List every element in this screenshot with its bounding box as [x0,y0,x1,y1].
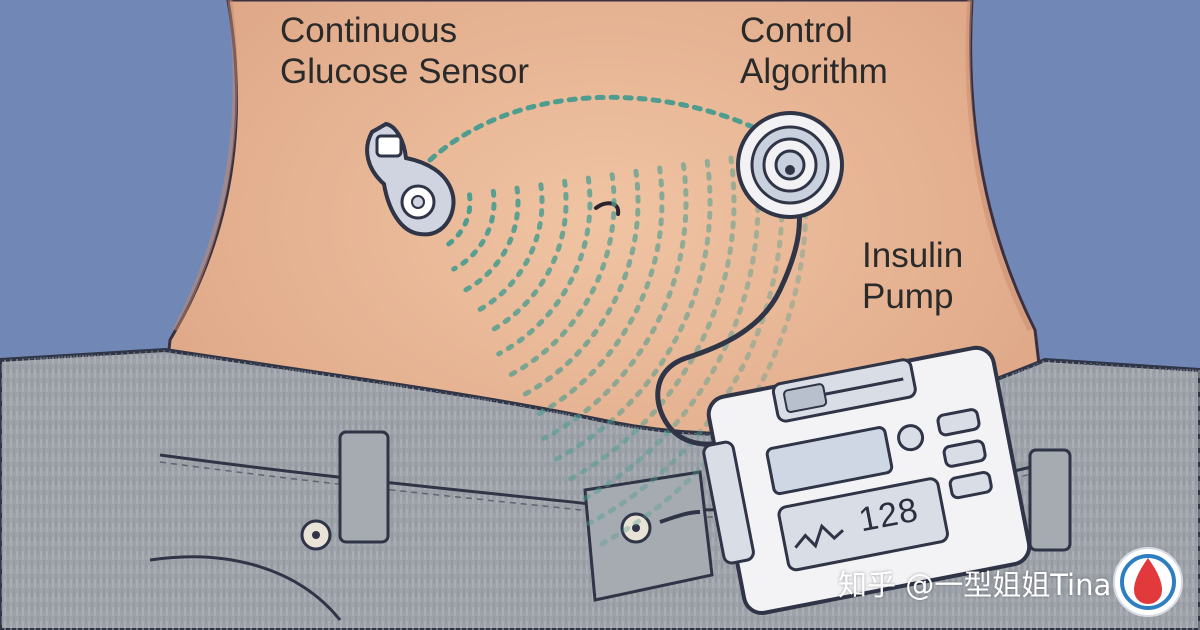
wireless-link-dashed [427,94,758,163]
label-control-algorithm-line2: Algorithm [740,52,888,91]
signal-wave-arc [541,162,689,442]
watermark-text: 知乎 @一型姐姐Tina [838,568,1112,602]
signal-wave-arc [496,175,593,357]
infusion-tube [655,175,802,447]
signal-wave-arc [473,182,545,314]
label-glucose-sensor-line2: Glucose Sensor [280,52,530,91]
label-control-algorithm-line1: Control [740,11,853,50]
label-glucose-sensor-line1: Continuous [280,11,458,50]
signal-wave-arc [552,158,713,463]
signal-wave-arc [507,172,617,378]
label-glucose-sensor: Continuous Glucose Sensor [280,10,529,92]
label-insulin-pump-line1: Insulin [862,236,964,275]
label-control-algorithm: Control Algorithm [740,10,888,92]
control-algorithm-device [736,111,844,219]
watermark-logo [1113,547,1183,617]
insulin-pump-device [702,345,1032,615]
signal-wave-arc [485,178,569,336]
label-insulin-pump: Insulin Pump [862,235,963,317]
signal-wave-arc [439,192,473,251]
navel [594,201,621,216]
signal-wave-arc [563,155,737,484]
signal-wave-arc [451,188,497,272]
glucose-sensor-device [365,121,456,237]
signal-wave-arc [518,168,641,399]
signal-wave-arc [575,152,761,505]
label-insulin-pump-line2: Pump [862,277,954,316]
signal-wave-arc [462,185,521,293]
signal-wave-arc [530,165,665,420]
